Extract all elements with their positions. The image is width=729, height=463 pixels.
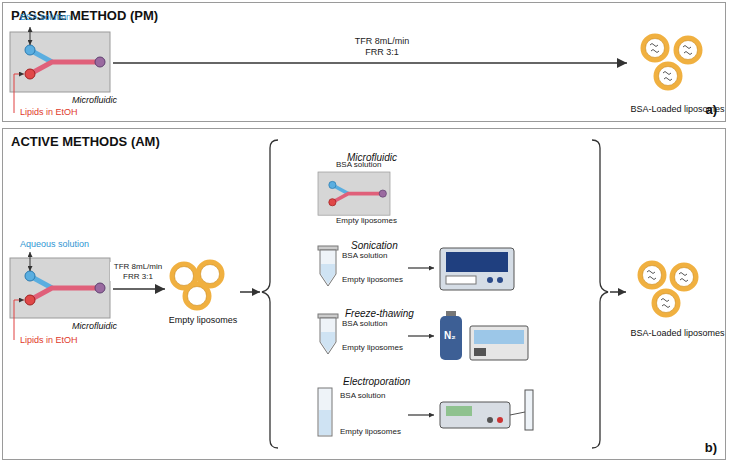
- label-text: Lipids in EtOH: [20, 108, 78, 118]
- node-title: Electroporation: [343, 376, 410, 387]
- method-panel: ACTIVE METHODS (AM)b)MicrofluidicEmpty l…: [2, 128, 726, 460]
- node-title: Sonication: [351, 240, 398, 251]
- node-title: Microfluidic: [72, 321, 117, 331]
- flow-arrow: [113, 288, 165, 290]
- microfluidic-chip: Microfluidic: [11, 33, 111, 93]
- label-text: N₂: [444, 330, 456, 341]
- method-label: Freeze-thawing: [345, 303, 414, 321]
- microfluidic-chip: Microfluidic: [11, 259, 111, 319]
- label-text: Aqueous solution: [20, 240, 89, 250]
- label-text: BSA solution: [336, 161, 381, 170]
- liposome-group: BSA-Loaded liposomes: [629, 253, 726, 338]
- label-text: BSA solution: [342, 252, 387, 261]
- label-text: BSA solution: [20, 13, 71, 23]
- liposome-group: Empty liposomes: [167, 263, 239, 325]
- node-title: Microfluidic: [72, 95, 117, 105]
- node-title: Freeze-thawing: [345, 308, 414, 319]
- node-title: BSA-Loaded liposomes: [629, 104, 726, 114]
- label-text: Lipids in EtOH: [20, 336, 78, 346]
- method-label: Electroporation: [343, 371, 410, 389]
- method-panel: PASSIVE METHOD (PM)a)MicrofluidicBSA-Loa…: [2, 2, 726, 122]
- label-text: BSA solution: [340, 392, 385, 401]
- label-text: BSA solution: [342, 320, 387, 329]
- flow-parameters: TFR 8mL/min FRR 3:1: [350, 36, 414, 58]
- flow-parameters: TFR 8mL/min FRR 3:1: [110, 262, 166, 281]
- node-title: BSA-Loaded liposomes: [629, 328, 726, 338]
- label-text: Empty liposomes: [336, 217, 397, 226]
- label-text: Empty liposomes: [342, 276, 403, 285]
- node-title: ACTIVE METHODS (AM): [11, 134, 160, 149]
- liposome-group: BSA-Loaded liposomes: [629, 29, 726, 114]
- method-label: Sonication: [351, 235, 398, 253]
- label-text: Empty liposomes: [340, 428, 401, 437]
- panel-letter: b): [705, 440, 717, 455]
- flow-arrow: [113, 62, 627, 64]
- label-text: Empty liposomes: [342, 344, 403, 353]
- node-title: Empty liposomes: [167, 315, 239, 325]
